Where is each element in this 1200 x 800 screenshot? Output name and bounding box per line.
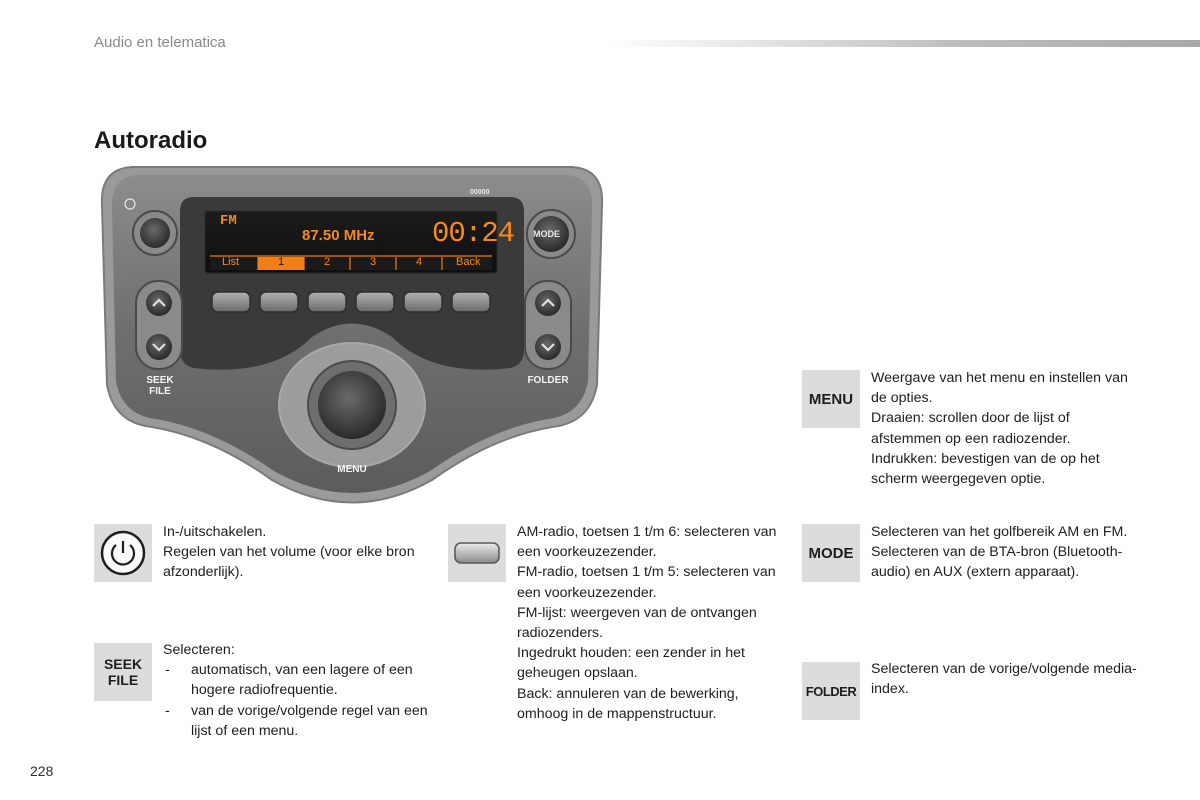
softkey-2: 2 — [324, 256, 331, 268]
softkey-back: Back — [456, 256, 481, 268]
power-icon-box — [94, 524, 152, 582]
folder-description: Selecteren van de vorige/volgende media-… — [871, 659, 1141, 699]
menu-line-3: Indrukken: bevestigen van de op het sche… — [871, 450, 1100, 488]
file-icon-word: FILE — [107, 672, 139, 688]
lcd-clock: 00:24 — [432, 217, 515, 250]
mode-description: Selecteren van het golfbereik AM en FM. … — [871, 522, 1141, 583]
menu-dial — [318, 371, 386, 439]
folder-down-arrow — [541, 343, 555, 352]
menu-icon-word: MENU — [808, 390, 854, 408]
softkey-3: 3 — [370, 256, 377, 268]
menu-line-2: Draaien: scrollen door de lijst of afste… — [871, 410, 1071, 447]
power-symbol — [124, 198, 136, 210]
section-header: Audio en telematica — [94, 34, 226, 51]
top-right-mark: 00000 — [470, 189, 490, 196]
seek-up-arrow — [152, 298, 166, 307]
preset-line-2: FM-radio, toetsen 1 t/m 5: selecteren va… — [517, 564, 776, 601]
seek-icon-word: SEEK — [103, 656, 143, 672]
power-line-2: Regelen van het volume (voor elke bron a… — [163, 544, 415, 581]
volume-knob — [140, 218, 170, 248]
menu-description: Weergave van het menu en instellen van d… — [871, 368, 1141, 489]
folder-up-arrow — [541, 298, 555, 307]
seek-file-description: Selecteren: automatisch, van een lagere … — [163, 640, 431, 741]
preset-line-3: FM-lijst: weergeven van de ontvangen rad… — [517, 604, 757, 642]
seek-down-arrow — [152, 343, 166, 352]
menu-icon-box: MENU — [802, 370, 860, 428]
folder-line-1: Selecteren van de vorige/volgende media-… — [871, 661, 1137, 698]
softkey-selected-bg — [258, 257, 304, 270]
lcd-frequency: 87.50 MHz — [302, 227, 375, 244]
header-gradient-bar — [600, 40, 1200, 47]
softkey-1: 1 — [278, 256, 285, 268]
mode-knob — [533, 216, 569, 252]
preset-line-1: AM-radio, toetsen 1 t/m 6: selecteren va… — [517, 524, 777, 561]
folder-icon-box: FOLDER — [802, 662, 860, 720]
power-description: In-/uitschakelen. Regelen van het volume… — [163, 522, 431, 583]
preset-description: AM-radio, toetsen 1 t/m 6: selecteren va… — [517, 522, 789, 724]
power-line-1: In-/uitschakelen. — [163, 524, 267, 540]
page-number: 228 — [30, 763, 54, 779]
softkey-4: 4 — [416, 256, 423, 268]
softkey-row — [210, 257, 492, 270]
radio-unit-drawing — [100, 166, 604, 504]
softkey-list: List — [222, 256, 240, 268]
seek-file-intro: Selecteren: — [163, 642, 235, 658]
folder-icon-word: FOLDER — [805, 683, 857, 699]
folder-label: FOLDER — [527, 375, 569, 386]
power-icon — [100, 530, 146, 576]
mode-button-label: MODE — [533, 229, 560, 239]
preset-icon-box — [448, 524, 506, 582]
menu-line-1: Weergave van het menu en instellen van d… — [871, 370, 1128, 407]
preset-line-4: Ingedrukt houden: een zender in het gehe… — [517, 645, 745, 682]
radio-illustration: FM 87.50 MHz 00:24 List 1 2 3 4 Back 000… — [92, 165, 612, 510]
file-label: FILE — [149, 386, 171, 397]
seek-file-bullet-2: van de vorige/volgende regel van een lij… — [163, 701, 431, 741]
lcd-band: FM — [220, 213, 237, 229]
page-title: Autoradio — [94, 127, 208, 154]
seek-file-icon-box: SEEK FILE — [94, 643, 152, 701]
seek-file-bullet-1: automatisch, van een lagere of een hoger… — [163, 660, 431, 700]
mode-icon-box: MODE — [802, 524, 860, 582]
preset-button-icon — [454, 542, 500, 564]
preset-line-5: Back: annuleren van de bewerking, omhoog… — [517, 685, 739, 722]
seek-label: SEEK — [146, 375, 174, 386]
preset-buttons — [211, 291, 491, 313]
mode-line-2: Selecteren van de BTA-bron (Bluetooth-au… — [871, 544, 1123, 581]
menu-label: MENU — [337, 464, 367, 475]
mode-line-1: Selecteren van het golfbereik AM en FM. — [871, 524, 1128, 540]
mode-icon-word: MODE — [808, 544, 854, 562]
